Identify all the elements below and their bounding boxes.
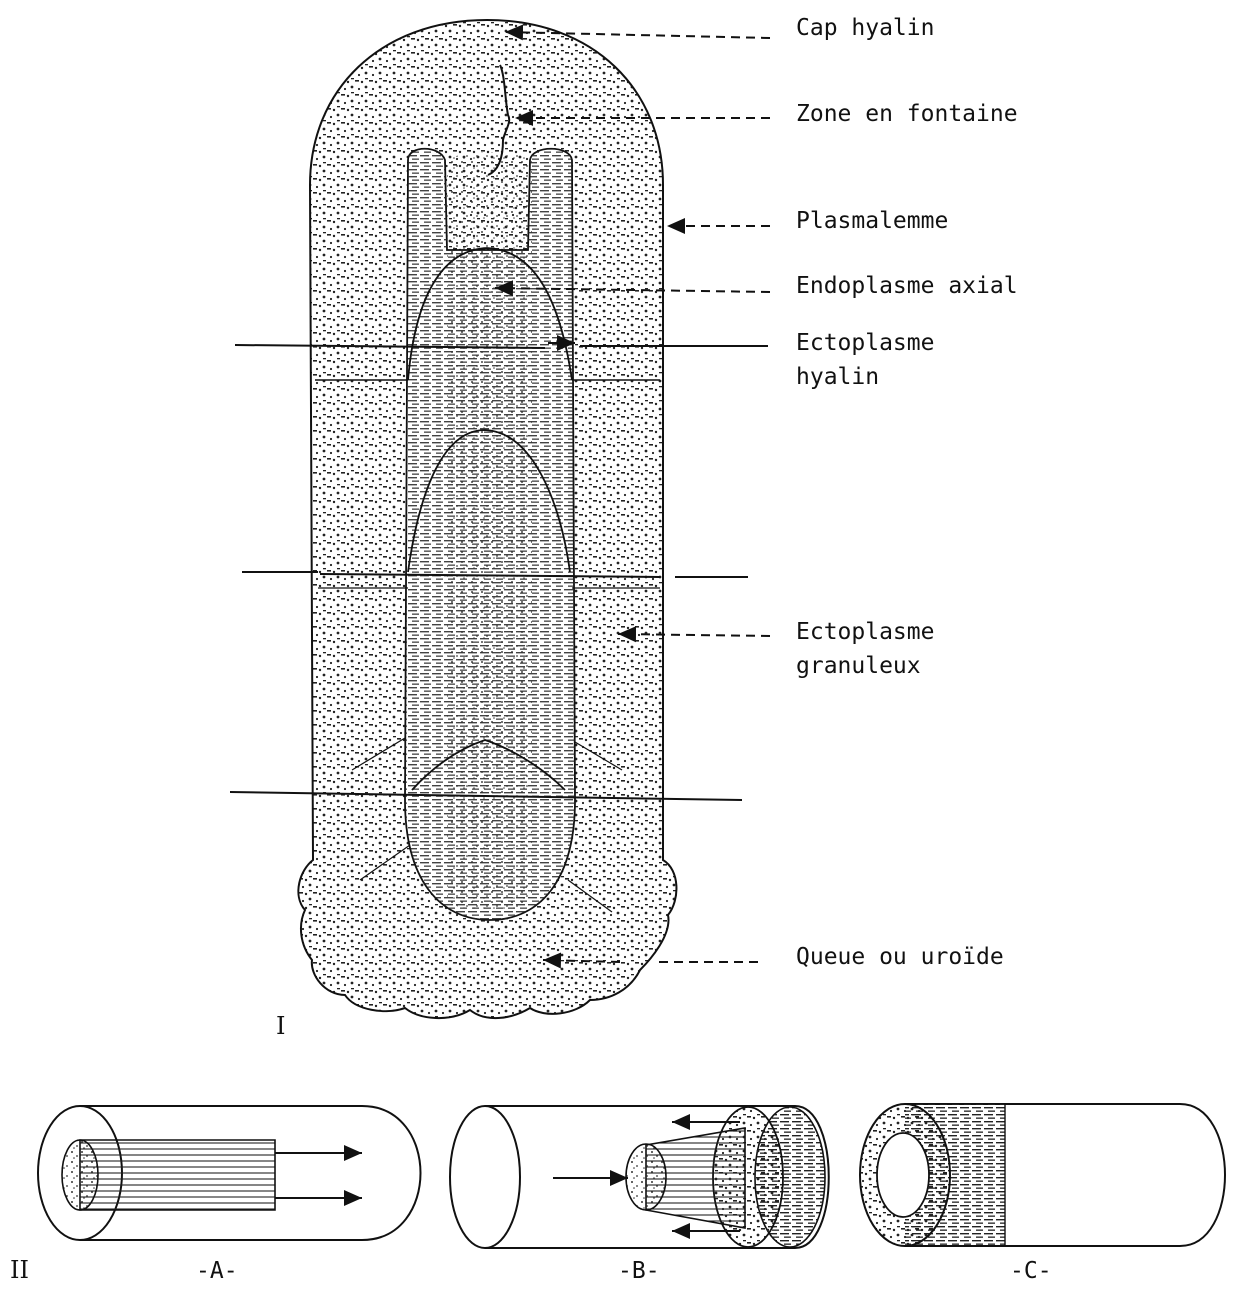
panel-b-cylinder <box>450 1106 829 1248</box>
panel-a-cylinder <box>38 1106 421 1240</box>
label-plasmalemme: Plasmalemme <box>796 205 948 237</box>
label-queue-uroide: Queue ou uroïde <box>796 941 1004 973</box>
label-ectoplasme-hyalin-line2: hyalin <box>796 361 879 393</box>
label-endoplasme-axial: Endoplasme axial <box>796 270 1018 302</box>
panel-a-label: -A- <box>196 1258 238 1284</box>
figure-numeral-I: I <box>276 1012 285 1040</box>
label-cap-hyalin: Cap hyalin <box>796 12 934 44</box>
panel-c-cylinder <box>860 1104 1225 1246</box>
label-ectoplasme-granuleux-line2: granuleux <box>796 650 921 682</box>
label-ectoplasme-hyalin-line1: Ectoplasme <box>796 327 934 359</box>
label-zone-fontaine: Zone en fontaine <box>796 98 1018 130</box>
label-ectoplasme-granuleux-line1: Ectoplasme <box>796 616 934 648</box>
panel-c-label: -C- <box>1010 1258 1052 1284</box>
figure-numeral-II: II <box>10 1256 29 1284</box>
panel-b-label: -B- <box>618 1258 660 1284</box>
amoeba-body <box>298 20 676 1018</box>
